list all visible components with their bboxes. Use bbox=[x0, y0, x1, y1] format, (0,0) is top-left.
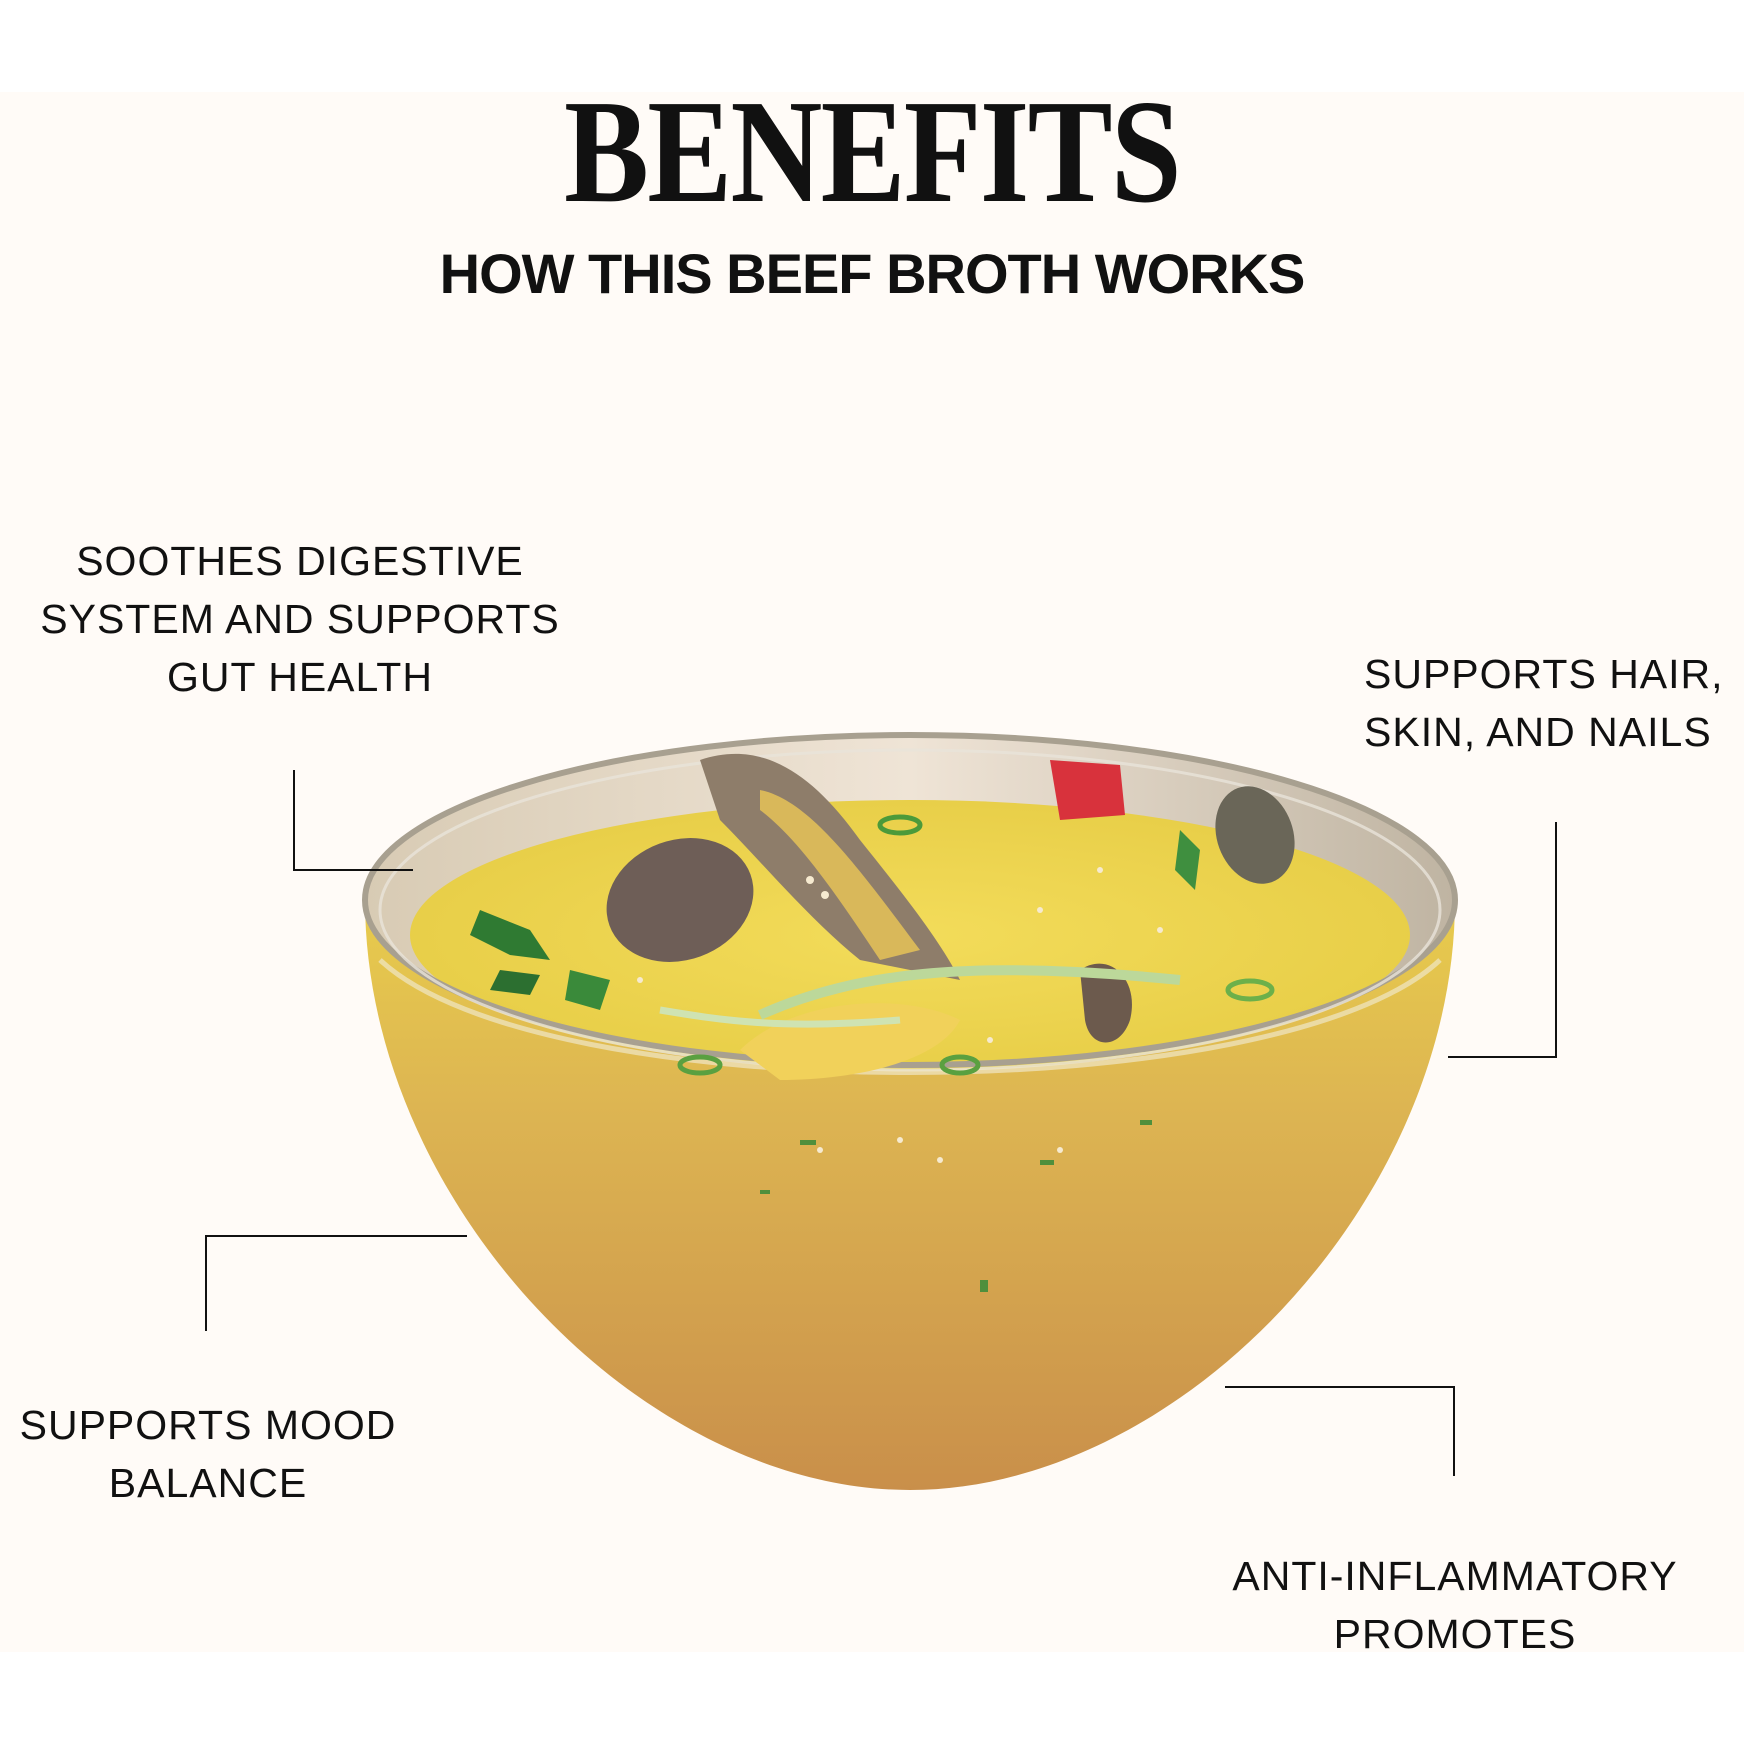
benefit-label-hair-skin-nails: SUPPORTS HAIR, SKIN, AND NAILS bbox=[1364, 651, 1724, 755]
connector-line-digestive-horizontal bbox=[293, 869, 413, 871]
page-title: BENEFITS bbox=[564, 70, 1182, 234]
connector-line-digestive-vertical bbox=[293, 770, 295, 871]
connector-line-mood-horizontal bbox=[205, 1235, 467, 1237]
connector-line-mood-vertical bbox=[205, 1235, 207, 1331]
benefit-label-digestive: SOOTHES DIGESTIVE SYSTEM AND SUPPORTS GU… bbox=[40, 538, 560, 700]
connector-line-hair-horizontal bbox=[1448, 1056, 1557, 1058]
benefit-label-mood: SUPPORTS MOOD BALANCE bbox=[19, 1402, 397, 1506]
page-subtitle: HOW THIS BEEF BROTH WORKS bbox=[439, 242, 1306, 305]
connector-line-hair-vertical bbox=[1555, 822, 1557, 1058]
connector-line-inflammatory-vertical bbox=[1453, 1386, 1455, 1476]
connector-line-inflammatory-horizontal bbox=[1225, 1386, 1455, 1388]
benefit-label-anti-inflammatory: ANTI-INFLAMMATORY PROMOTES bbox=[1232, 1553, 1678, 1657]
broth-bowl-image bbox=[340, 720, 1480, 1510]
